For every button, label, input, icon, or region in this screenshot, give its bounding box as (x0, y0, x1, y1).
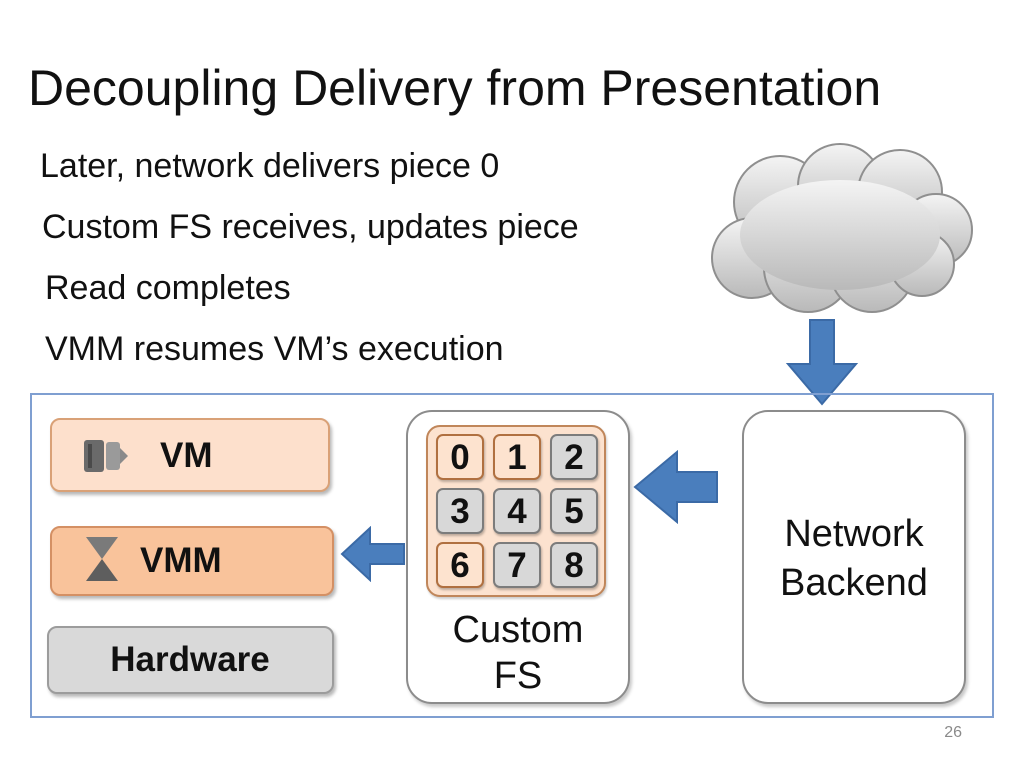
piece-7: 7 (493, 542, 541, 588)
piece-6: 6 (436, 542, 484, 588)
piece-4: 4 (493, 488, 541, 534)
vmm-label: VMM (140, 541, 222, 580)
bullet-vmm-resumes: VMM resumes VM’s execution (45, 330, 504, 368)
custom-fs-label-line2: FS (493, 654, 543, 697)
bullet-network-delivers: Later, network delivers piece 0 (40, 147, 500, 185)
piece-5: 5 (550, 488, 598, 534)
bullet-read-completes: Read completes (45, 269, 291, 307)
arrow-cloud-to-backend (785, 319, 859, 406)
arrow-fs-to-vmm (340, 526, 405, 582)
vm-layer (50, 418, 330, 492)
piece-3: 3 (436, 488, 484, 534)
bullet-fs-receives: Custom FS receives, updates piece (42, 208, 579, 246)
network-backend-label: Network Backend (742, 510, 966, 609)
hardware-label: Hardware (110, 640, 270, 679)
hourglass-icon (86, 537, 118, 581)
custom-fs-label: Custom FS (406, 608, 630, 699)
arrow-backend-to-fs (633, 450, 718, 524)
host-machine-frame (30, 393, 994, 718)
network-backend-label-line2: Backend (780, 562, 928, 605)
cloud-icon (711, 143, 973, 313)
film-reel-icon (84, 440, 128, 472)
network-backend-box (742, 410, 966, 704)
piece-8: 8 (550, 542, 598, 588)
network-backend-label-line1: Network (784, 513, 924, 555)
page-number: 26 (944, 724, 962, 741)
custom-fs-label-line1: Custom (452, 609, 584, 651)
piece-0: 0 (436, 434, 484, 480)
hardware-layer (47, 626, 334, 694)
vm-label: VM (160, 436, 213, 475)
piece-1: 1 (493, 434, 541, 480)
slide-title: Decoupling Delivery from Presentation (28, 60, 882, 116)
piece-2: 2 (550, 434, 598, 480)
